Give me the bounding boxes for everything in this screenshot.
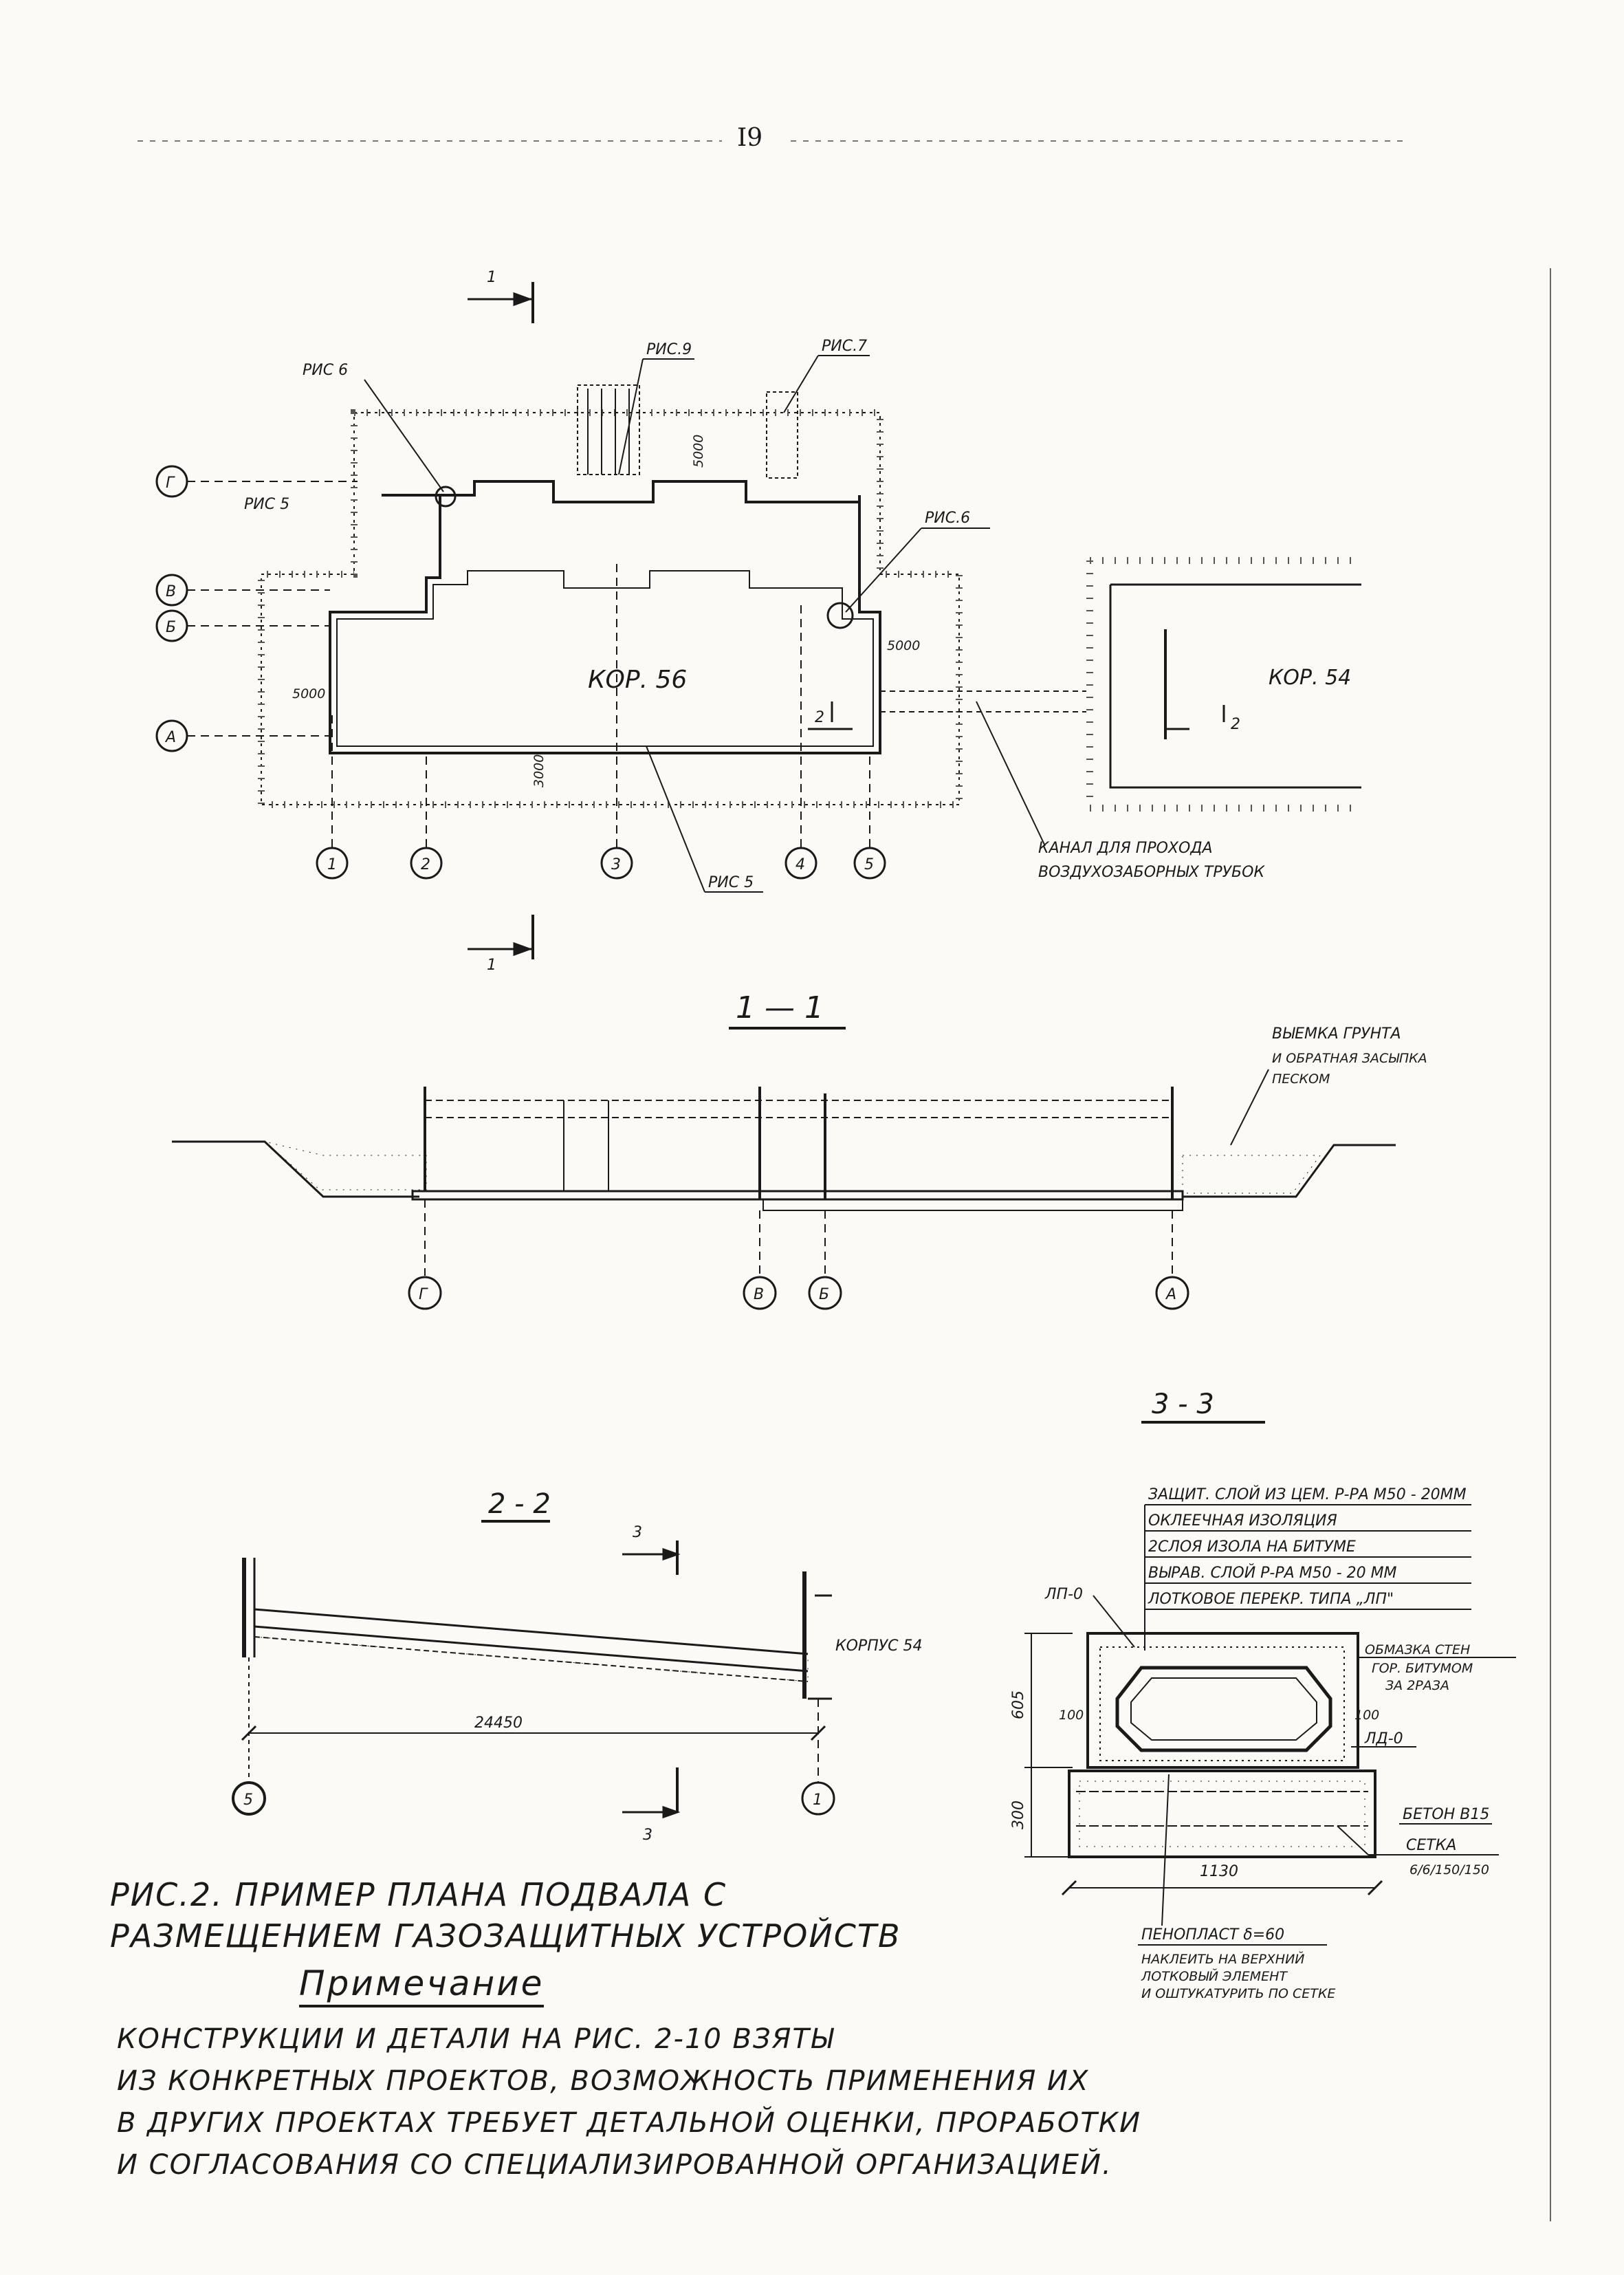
svg-text:В: В [166, 583, 176, 600]
channel-label-1: КАНАЛ ДЛЯ ПРОХОДА [1038, 840, 1213, 857]
section-1-1-axis-v: В [743, 1210, 777, 1310]
section2-mark-plan: 2 [815, 709, 824, 726]
axis-col-4: 4 [784, 605, 818, 880]
dim-100-left: 100 [1059, 1708, 1084, 1723]
note-line-3: в других проектах требует детальной оцен… [117, 2107, 1142, 2139]
ref-ris6-left: РИС 6 [303, 362, 348, 379]
svg-text:Б: Б [819, 1286, 829, 1303]
coating-1: ОБМАЗКА СТЕН [1365, 1642, 1470, 1657]
coating-2: ГОР. БИТУМОМ [1372, 1661, 1473, 1676]
concrete-label: БЕТОН В15 [1403, 1806, 1489, 1823]
section-2-2-title: 2 - 2 [488, 1488, 551, 1520]
note-title: Примечание [299, 1963, 545, 2007]
svg-text:1: 1 [813, 1792, 822, 1809]
svg-text:Г: Г [419, 1286, 428, 1303]
axis-row-a: А [155, 719, 330, 752]
soil-note-2: И ОБРАТНАЯ ЗАСЫПКА [1272, 1051, 1427, 1066]
korpus-label: КОРПУС 54 [835, 1637, 923, 1655]
section-3-3: 3 - 3 ЗАЩИТ. СЛОЙ ИЗ ЦЕМ. Р-РА М50 - 20М… [1010, 1389, 1516, 2001]
lp0-label: ЛП-0 [1044, 1586, 1083, 1603]
axis-col-3: 3 [600, 564, 633, 880]
mesh-spec: 6/6/150/150 [1409, 1862, 1489, 1877]
axis-col-5: 5 [853, 756, 886, 880]
layer-4: ВЫРАВ. СЛОЙ Р-РА М50 - 20 ММ [1148, 1564, 1397, 1582]
svg-text:Б: Б [166, 619, 176, 636]
soil-note-3: ПЕСКОМ [1272, 1071, 1330, 1087]
section-2-2: 2 - 2 3 КОРПУС 54 24450 [232, 1488, 923, 1844]
ld0-label: ЛД-0 [1364, 1730, 1403, 1748]
axis-row-b: Б [155, 609, 330, 642]
section-3-3-title: 3 - 3 [1152, 1389, 1214, 1420]
dim-300: 300 [1010, 1800, 1027, 1829]
building-main-label: КОР. 56 [588, 666, 687, 694]
coating-3: ЗА 2РАЗА [1385, 1678, 1449, 1693]
layer-1: ЗАЩИТ. СЛОЙ ИЗ ЦЕМ. Р-РА М50 - 20ММ [1148, 1485, 1467, 1503]
section-mark-top: 1 [487, 269, 496, 286]
layer-5: ЛОТКОВОЕ ПЕРЕКР. ТИПА „ЛП" [1148, 1591, 1394, 1608]
ref-ris9: РИС.9 [646, 341, 692, 358]
ref-ris6-right: РИС.6 [925, 510, 970, 527]
mesh-label: СЕТКА [1406, 1837, 1456, 1854]
section3-mark-bottom: 3 [643, 1827, 652, 1844]
section-1-1-axis-a: А [1155, 1210, 1189, 1310]
soil-note-1: ВЫЕМКА ГРУНТА [1272, 1025, 1401, 1043]
ref-ris7: РИС.7 [822, 338, 867, 355]
dim-605: 605 [1010, 1690, 1027, 1719]
dim-3000: 3000 [531, 754, 547, 787]
ref-ris5-left: РИС 5 [244, 496, 289, 513]
caption-line-1: Рис.2. Пример плана подвала с [110, 1876, 727, 1913]
section-2-2-axis-5: 5 [232, 1781, 266, 1816]
axis-col-2: 2 [410, 756, 443, 880]
note-line-4: и согласования со специализированной орг… [117, 2149, 1112, 2181]
svg-text:В: В [754, 1286, 764, 1303]
svg-text:Г: Г [166, 475, 175, 492]
svg-text:4: 4 [795, 856, 805, 873]
section2-mark-adj: 2 [1231, 716, 1240, 733]
page-number: I9 [737, 124, 763, 152]
section-1-1-axis-b: Б [808, 1210, 842, 1310]
building-adj-label: КОР. 54 [1269, 666, 1351, 690]
section-1-1: 1 — 1 ВЫЕМКА ГРУНТА И ОБРАТНАЯ ЗАСЫПКА П… [172, 990, 1427, 1310]
axis-row-v: В [155, 574, 330, 607]
layer-3: 2СЛОЯ ИЗОЛА НА БИТУМЕ [1148, 1538, 1356, 1556]
basement-plan: 1 1 РИС.9 РИС.7 РИС 6 [155, 269, 1361, 974]
foam-label: ПЕНОПЛАСТ δ=60 [1141, 1926, 1284, 1944]
dim-5000-right: 5000 [887, 638, 920, 653]
ref-ris5-bottom: РИС 5 [708, 874, 754, 891]
section-1-1-axis-g: Г [408, 1199, 442, 1310]
svg-text:1: 1 [327, 856, 337, 873]
figure-caption: Рис.2. Пример плана подвала с размещение… [110, 1874, 1141, 1957]
axis-row-g: Г [155, 465, 358, 498]
foam-note-3: И ОШТУКАТУРИТЬ ПО СЕТКЕ [1141, 1986, 1335, 2001]
foam-note-2: ЛОТКОВЫЙ ЭЛЕМЕНТ [1141, 1968, 1288, 1984]
section-1-1-title: 1 — 1 [736, 990, 824, 1025]
section3-mark-top: 3 [633, 1524, 642, 1541]
svg-text:А: А [164, 729, 176, 746]
dim-100-right: 100 [1354, 1708, 1379, 1723]
channel-label-2: ВОЗДУХОЗАБОРНЫХ ТРУБОК [1038, 864, 1265, 881]
section-2-2-axis-1: 1 [801, 1699, 835, 1816]
dim-5000-left: 5000 [292, 686, 325, 701]
dim-5000-top: 5000 [691, 435, 706, 468]
note-line-2: из конкретных проектов, возможность прим… [117, 2065, 1090, 2097]
svg-text:А: А [1165, 1286, 1176, 1303]
svg-text:5: 5 [243, 1792, 253, 1809]
dim-1130: 1130 [1200, 1863, 1238, 1880]
section-mark-bottom: 1 [487, 957, 496, 974]
svg-text:3: 3 [611, 856, 621, 873]
dim-24450: 24450 [474, 1715, 523, 1732]
axis-col-1: 1 [316, 715, 349, 880]
note-body: Конструкции и детали на рис. 2-10 взяты … [117, 2018, 1217, 2186]
caption-line-2: размещением газозащитных устройств [110, 1917, 901, 1955]
note-line-1: Конструкции и детали на рис. 2-10 взяты [117, 2023, 835, 2055]
foam-note-1: НАКЛЕИТЬ НА ВЕРХНИЙ [1141, 1951, 1305, 1967]
svg-text:5: 5 [864, 856, 874, 873]
svg-text:2: 2 [421, 856, 430, 873]
layer-2: ОКЛЕЕЧНАЯ ИЗОЛЯЦИЯ [1148, 1512, 1337, 1530]
